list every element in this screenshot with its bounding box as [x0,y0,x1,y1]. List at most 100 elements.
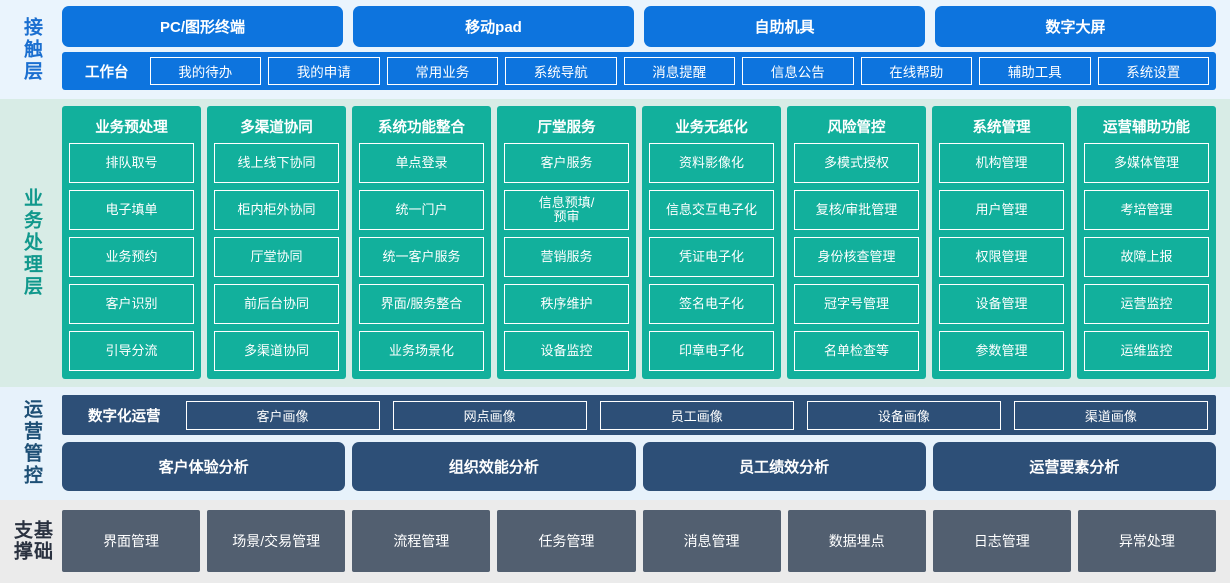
column-item[interactable]: 厅堂协同 [214,237,339,277]
portrait-item[interactable]: 设备画像 [806,400,1001,430]
column-title: 系统功能整合 [378,120,465,136]
column-item[interactable]: 业务场景化 [359,331,484,371]
column-items: 单点登录 统一门户 统一客户服务 界面/服务整合 业务场景化 [359,143,484,371]
column-title: 系统管理 [972,120,1031,136]
workbench-item[interactable]: 辅助工具 [979,57,1091,85]
analysis-item[interactable]: 员工绩效分析 [642,442,926,491]
workbench-item[interactable]: 系统导航 [505,57,617,85]
column-item[interactable]: 印章电子化 [649,331,774,371]
foundation-item[interactable]: 界面管理 [62,510,201,572]
workbench-row: 工作台 我的待办 我的申请 常用业务 系统导航 消息提醒 信息公告 在线帮助 辅… [62,52,1216,90]
foundation-item[interactable]: 数据埋点 [787,510,926,572]
terminal-box[interactable]: 数字大屏 [935,6,1216,47]
column-title: 多渠道协同 [240,120,313,136]
column-item[interactable]: 多媒体管理 [1084,143,1209,183]
column-item[interactable]: 客户服务 [504,143,629,183]
column-item[interactable]: 引导分流 [69,331,194,371]
column-item[interactable]: 复核/审批管理 [794,190,919,230]
workbench-item[interactable]: 我的申请 [268,57,380,85]
column-item[interactable]: 信息交互电子化 [649,190,774,230]
column-item[interactable]: 柜内柜外协同 [214,190,339,230]
analysis-item[interactable]: 组织效能分析 [352,442,636,491]
column-item[interactable]: 凭证电子化 [649,237,774,277]
foundation-item[interactable]: 场景/交易管理 [207,510,346,572]
foundation-item[interactable]: 异常处理 [1077,510,1216,572]
layer-foundation: 基础支撑 界面管理 场景/交易管理 流程管理 任务管理 消息管理 数据埋点 日志… [0,500,1230,583]
analysis-item[interactable]: 客户体验分析 [62,442,346,491]
column-title: 业务预处理 [95,120,168,136]
layer-contact-label: 接触层 [0,6,62,93]
column-items: 排队取号 电子填单 业务预约 客户识别 引导分流 [69,143,194,371]
layer-operations-label: 运营管控 [0,395,62,491]
business-column-system-integration: 系统功能整合 单点登录 统一门户 统一客户服务 界面/服务整合 业务场景化 [352,106,491,379]
workbench-item[interactable]: 在线帮助 [860,57,972,85]
column-item[interactable]: 统一客户服务 [359,237,484,277]
column-items: 线上线下协同 柜内柜外协同 厅堂协同 前后台协同 多渠道协同 [214,143,339,371]
column-item[interactable]: 线上线下协同 [214,143,339,183]
column-item[interactable]: 运维监控 [1084,331,1209,371]
foundation-item[interactable]: 消息管理 [642,510,781,572]
column-item[interactable]: 多模式授权 [794,143,919,183]
column-item[interactable]: 名单检查等 [794,331,919,371]
column-item[interactable]: 统一门户 [359,190,484,230]
column-item[interactable]: 设备管理 [939,284,1064,324]
column-item[interactable]: 机构管理 [939,143,1064,183]
layer-operations-body: 数字化运营 客户画像 网点画像 员工画像 设备画像 渠道画像 客户体验分析 组织… [62,395,1216,491]
column-item[interactable]: 排队取号 [69,143,194,183]
workbench-item[interactable]: 系统设置 [1097,57,1209,85]
column-item[interactable]: 签名电子化 [649,284,774,324]
analysis-item[interactable]: 运营要素分析 [932,442,1216,491]
foundation-item[interactable]: 任务管理 [497,510,636,572]
foundation-item[interactable]: 日志管理 [932,510,1071,572]
column-item[interactable]: 信息预填/ 预审 [504,190,629,230]
portrait-item[interactable]: 客户画像 [185,400,380,430]
workbench-item[interactable]: 信息公告 [742,57,854,85]
column-item[interactable]: 电子填单 [69,190,194,230]
column-item[interactable]: 客户识别 [69,284,194,324]
foundation-row: 界面管理 场景/交易管理 流程管理 任务管理 消息管理 数据埋点 日志管理 异常… [62,510,1216,572]
column-title: 运营辅助功能 [1103,120,1190,136]
column-item[interactable]: 资料影像化 [649,143,774,183]
column-item[interactable]: 秩序维护 [504,284,629,324]
column-item[interactable]: 界面/服务整合 [359,284,484,324]
workbench-item[interactable]: 消息提醒 [623,57,735,85]
portrait-item[interactable]: 员工画像 [599,400,794,430]
column-item[interactable]: 身份核查管理 [794,237,919,277]
column-item[interactable]: 考培管理 [1084,190,1209,230]
terminal-box[interactable]: PC/图形终端 [62,6,343,47]
column-items: 多模式授权 复核/审批管理 身份核查管理 冠字号管理 名单检查等 [794,143,919,371]
column-item[interactable]: 用户管理 [939,190,1064,230]
business-column-preprocessing: 业务预处理 排队取号 电子填单 业务预约 客户识别 引导分流 [62,106,201,379]
layer-foundation-label-text: 基础支撑 [11,520,52,562]
column-item[interactable]: 设备监控 [504,331,629,371]
layer-business: 业务处理层 业务预处理 排队取号 电子填单 业务预约 客户识别 引导分流 多渠道… [0,99,1230,387]
layer-foundation-body: 界面管理 场景/交易管理 流程管理 任务管理 消息管理 数据埋点 日志管理 异常… [62,510,1216,572]
column-item[interactable]: 权限管理 [939,237,1064,277]
column-item[interactable]: 参数管理 [939,331,1064,371]
business-columns: 业务预处理 排队取号 电子填单 业务预约 客户识别 引导分流 多渠道协同 线上线… [62,106,1216,379]
layer-business-label-text: 业务处理层 [20,187,42,298]
column-item[interactable]: 前后台协同 [214,284,339,324]
workbench-title: 工作台 [85,64,129,81]
business-column-risk-control: 风险管控 多模式授权 复核/审批管理 身份核查管理 冠字号管理 名单检查等 [787,106,926,379]
layer-operations: 运营管控 数字化运营 客户画像 网点画像 员工画像 设备画像 渠道画像 客户体验… [0,387,1230,500]
column-item[interactable]: 运营监控 [1084,284,1209,324]
terminal-row: PC/图形终端 移动pad 自助机具 数字大屏 [62,6,1216,47]
column-item[interactable]: 单点登录 [359,143,484,183]
business-column-operation-support: 运营辅助功能 多媒体管理 考培管理 故障上报 运营监控 运维监控 [1077,106,1216,379]
column-item[interactable]: 业务预约 [69,237,194,277]
terminal-box[interactable]: 移动pad [353,6,634,47]
terminal-box[interactable]: 自助机具 [644,6,925,47]
foundation-item[interactable]: 流程管理 [352,510,491,572]
digital-operations-row: 数字化运营 客户画像 网点画像 员工画像 设备画像 渠道画像 [62,395,1216,435]
column-item[interactable]: 多渠道协同 [214,331,339,371]
workbench-item[interactable]: 常用业务 [386,57,498,85]
column-item[interactable]: 冠字号管理 [794,284,919,324]
workbench-item[interactable]: 我的待办 [149,57,261,85]
column-item[interactable]: 营销服务 [504,237,629,277]
portrait-item[interactable]: 渠道画像 [1013,400,1208,430]
analysis-row: 客户体验分析 组织效能分析 员工绩效分析 运营要素分析 [62,442,1216,491]
column-item[interactable]: 故障上报 [1084,237,1209,277]
layer-business-label: 业务处理层 [0,106,62,379]
portrait-item[interactable]: 网点画像 [392,400,587,430]
